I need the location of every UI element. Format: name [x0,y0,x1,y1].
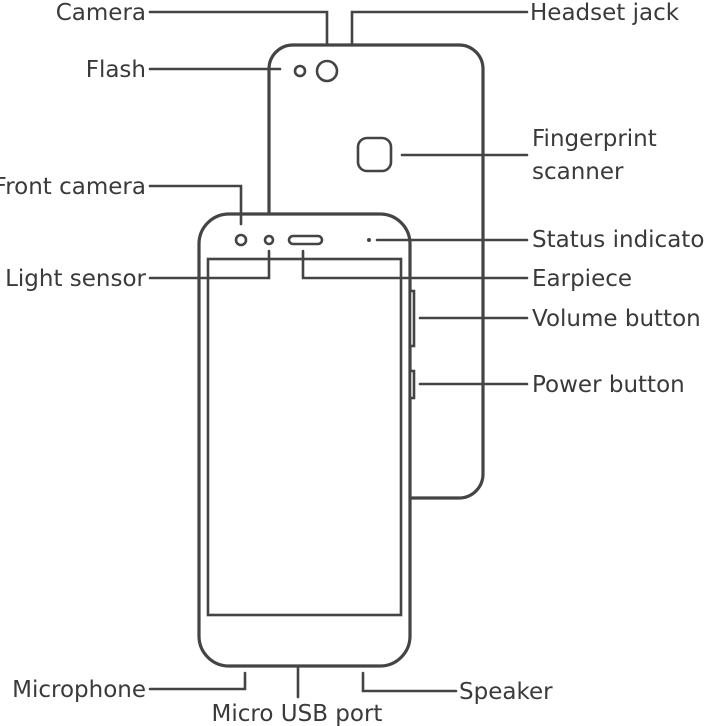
label-micro-usb-port: Micro USB port [212,701,383,726]
label-speaker: Speaker [459,679,553,705]
phone-screen [206,257,403,617]
headset-jack-leader [350,10,529,46]
label-headset-jack: Headset jack [530,0,680,26]
label-volume-button: Volume button [532,306,701,332]
label-flash: Flash [86,57,146,83]
volume-button-shape [408,289,416,348]
label-front-camera: Front camera [0,174,146,200]
status-indicator-dot [367,238,371,242]
front-camera-leader [148,184,243,226]
light-sensor-leader [148,249,271,280]
front-camera-icon [234,233,248,247]
label-status-indicator: Status indicator [532,227,705,253]
label-light-sensor: Light sensor [5,266,146,292]
label-power-button: Power button [532,372,685,398]
power-button-shape [408,369,416,400]
label-camera: Camera [56,0,146,26]
rear-camera-icon [315,59,339,83]
label-fingerprint-line1: Fingerprint [532,126,657,152]
earpiece-slot [287,234,324,246]
label-microphone: Microphone [12,677,146,703]
earpiece-leader [301,249,529,280]
label-fingerprint-line2: scanner [532,159,624,185]
flash-icon [293,64,307,78]
label-earpiece: Earpiece [532,266,632,292]
light-sensor-icon [263,234,275,246]
camera-leader [148,10,329,46]
fingerprint-scanner-icon [356,136,393,173]
speaker-leader [361,671,458,693]
phone-front-body [197,212,412,668]
microphone-leader [148,671,247,691]
